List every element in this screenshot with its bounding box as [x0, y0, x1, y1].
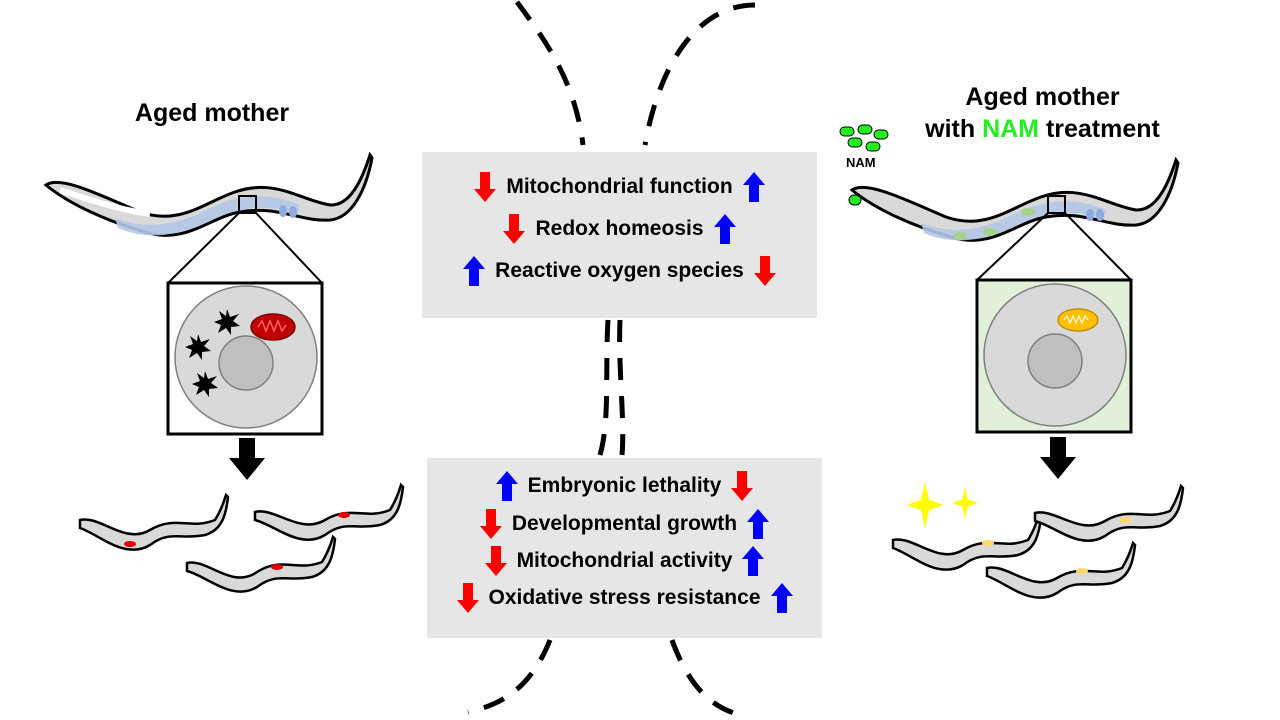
- dashed-curve-bottom-right: [669, 639, 746, 719]
- phenotype-label: Oxidative stress resistance: [488, 586, 761, 609]
- mechanism-row: Mitochondrial function: [422, 172, 817, 202]
- dashed-curve-middle-left: [597, 319, 611, 456]
- dashed-connectors: [467, 0, 756, 719]
- zoom-box-small-right: [1047, 195, 1066, 214]
- worm-aged-mother: [43, 151, 374, 237]
- title-treatment: treatment: [1039, 115, 1160, 143]
- dashed-curve-top-left: [514, 0, 586, 146]
- title-nam-highlight: NAM: [982, 115, 1039, 143]
- nam-molecules: [839, 124, 889, 206]
- phenotype-panel: Embryonic lethality Developmental growth…: [427, 458, 822, 638]
- mechanism-label: Mitochondrial function: [506, 175, 733, 198]
- zoom-box-small-left: [238, 195, 257, 214]
- nucleus-nam: [1027, 333, 1083, 389]
- zoom-lines-right: [976, 212, 1132, 281]
- mechanism-label: Redox homeosis: [535, 217, 704, 240]
- progeny-worms-right: [891, 483, 1185, 599]
- up-arrow-icon: [463, 256, 486, 286]
- phenotype-label: Developmental growth: [511, 512, 738, 535]
- ros-burst-3: [192, 371, 218, 397]
- mechanism-panel: Mitochondrial function Redox homeosis Re…: [422, 152, 817, 318]
- down-arrow-icon: [479, 509, 502, 539]
- mechanism-row: Redox homeosis: [422, 214, 817, 244]
- down-arrow-icon: [731, 471, 754, 501]
- up-arrow-icon: [713, 214, 736, 244]
- down-arrow-icon: [484, 546, 507, 576]
- ros-burst-2: [185, 334, 211, 360]
- phenotype-row: Embryonic lethality: [427, 471, 822, 501]
- phenotype-row: Mitochondrial activity: [427, 546, 822, 576]
- title-aged-mother-nam: Aged mother with NAM treatment: [900, 81, 1185, 145]
- ros-burst-1: [214, 309, 240, 335]
- up-arrow-icon: [770, 583, 793, 613]
- title-aged-mother: Aged mother: [134, 99, 290, 127]
- dashed-curve-bottom-left: [467, 639, 553, 715]
- nucleus-aged: [218, 335, 274, 391]
- down-arrow-icon: [456, 583, 479, 613]
- mechanism-label: Reactive oxygen species: [495, 259, 744, 282]
- dashed-curve-top-right: [642, 2, 756, 146]
- down-arrow-icon: [753, 256, 776, 286]
- nam-label: NAM: [846, 155, 876, 170]
- phenotype-row: Oxidative stress resistance: [427, 583, 822, 613]
- worm-aged-mother-nam: [849, 156, 1180, 242]
- phenotype-label: Embryonic lethality: [527, 474, 722, 497]
- up-arrow-icon: [742, 172, 765, 202]
- title-line-2: with NAM treatment: [900, 113, 1185, 145]
- sparkles: [906, 481, 978, 529]
- up-arrow-icon: [742, 546, 765, 576]
- cell-aged-mother-nam: [975, 278, 1133, 434]
- up-arrow-icon: [495, 471, 518, 501]
- phenotype-label: Mitochondrial activity: [516, 549, 733, 572]
- progeny-worms-left: [78, 482, 405, 593]
- title-with: with: [925, 115, 983, 143]
- zoom-lines-left: [167, 212, 323, 284]
- dashed-curve-middle-right: [617, 319, 626, 456]
- down-arrow-right: [1040, 437, 1076, 479]
- title-line-1: Aged mother: [965, 83, 1120, 111]
- down-arrow-left: [229, 438, 265, 480]
- phenotype-row: Developmental growth: [427, 509, 822, 539]
- down-arrow-icon: [503, 214, 526, 244]
- down-arrow-icon: [474, 172, 497, 202]
- mechanism-row: Reactive oxygen species: [422, 256, 817, 286]
- cell-aged-mother: [166, 281, 324, 436]
- up-arrow-icon: [747, 509, 770, 539]
